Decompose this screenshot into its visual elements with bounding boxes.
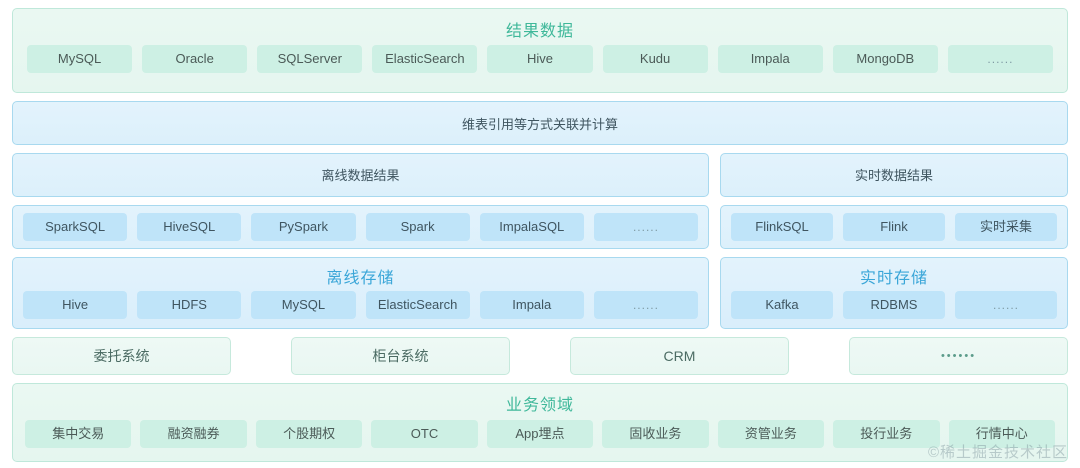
offline-storage-more[interactable]: ...... <box>593 290 699 319</box>
engine-flinksql[interactable]: FlinkSQL <box>731 212 833 241</box>
realtime-engine-pill-row: FlinkSQL Flink 实时采集 <box>721 212 1067 241</box>
offline-storage-impala[interactable]: Impala <box>479 290 584 319</box>
domain-investment-banking[interactable]: 投行业务 <box>833 419 940 448</box>
realtime-storage-box: 实时存储 Kafka RDBMS ...... <box>720 256 1068 329</box>
system-more[interactable]: •••••• <box>849 336 1068 375</box>
domain-app-tracking[interactable]: App埋点 <box>486 419 594 448</box>
system-entrust[interactable]: 委托系统 <box>12 336 231 375</box>
engine-pyspark[interactable]: PySpark <box>251 212 356 241</box>
system-counter[interactable]: 柜台系统 <box>291 336 510 375</box>
domain-market-center[interactable]: 行情中心 <box>948 419 1055 448</box>
result-item-sqlserver[interactable]: SQLServer <box>257 45 363 73</box>
offline-storage-box: 离线存储 Hive HDFS MySQL ElasticSearch Impal… <box>12 256 709 329</box>
offline-engine-pill-row: SparkSQL HiveSQL PySpark Spark ImpalaSQL… <box>13 212 708 241</box>
offline-storage-elasticsearch[interactable]: ElasticSearch <box>365 290 470 319</box>
domain-stock-options[interactable]: 个股期权 <box>255 419 363 448</box>
engine-sparksql[interactable]: SparkSQL <box>23 212 128 241</box>
result-data-title: 结果数据 <box>505 23 574 40</box>
engine-hivesql[interactable]: HiveSQL <box>137 212 242 241</box>
realtime-data-result-bar: 实时数据结果 <box>720 152 1068 197</box>
domain-margin-financing[interactable]: 融资融券 <box>140 419 247 448</box>
offline-storage-mysql[interactable]: MySQL <box>251 290 356 319</box>
realtime-storage-rdbms[interactable]: RDBMS <box>843 290 945 319</box>
offline-storage-pill-row: Hive HDFS MySQL ElasticSearch Impala ...… <box>13 290 708 319</box>
engine-realtime-ingest[interactable]: 实时采集 <box>955 212 1057 241</box>
engine-more[interactable]: ...... <box>593 212 699 241</box>
domain-asset-management[interactable]: 资管业务 <box>717 419 825 448</box>
realtime-engine-group: FlinkSQL Flink 实时采集 <box>720 204 1068 249</box>
business-domain-title: 业务领域 <box>505 396 574 414</box>
domain-centralized-trading[interactable]: 集中交易 <box>25 419 132 448</box>
domain-otc[interactable]: OTC <box>371 419 478 448</box>
realtime-storage-pill-row: Kafka RDBMS ...... <box>721 290 1067 319</box>
result-item-oracle[interactable]: Oracle <box>142 45 248 73</box>
result-item-mysql[interactable]: MySQL <box>27 45 133 73</box>
engine-row: SparkSQL HiveSQL PySpark Spark ImpalaSQL… <box>12 204 1068 249</box>
domain-fixed-income[interactable]: 固收业务 <box>602 419 709 448</box>
realtime-storage-kafka[interactable]: Kafka <box>731 290 833 319</box>
engine-impalasql[interactable]: ImpalaSQL <box>479 212 584 241</box>
data-result-row: 离线数据结果 实时数据结果 <box>12 152 1068 197</box>
offline-storage-title: 离线存储 <box>326 269 395 287</box>
engine-spark[interactable]: Spark <box>365 212 470 241</box>
offline-storage-hive[interactable]: Hive <box>23 290 128 319</box>
source-system-row: 委托系统 柜台系统 CRM •••••• <box>12 336 1068 375</box>
realtime-storage-title: 实时存储 <box>859 269 928 287</box>
result-item-elasticsearch[interactable]: ElasticSearch <box>372 45 478 73</box>
result-item-mongodb[interactable]: MongoDB <box>832 45 938 73</box>
business-domain-pill-row: 集中交易 融资融券 个股期权 OTC App埋点 固收业务 资管业务 投行业务 … <box>13 419 1067 456</box>
result-data-band: 结果数据 MySQL Oracle SQLServer ElasticSearc… <box>12 8 1068 94</box>
result-item-hive[interactable]: Hive <box>487 45 593 73</box>
result-item-impala[interactable]: Impala <box>717 45 823 73</box>
result-data-pill-row: MySQL Oracle SQLServer ElasticSearch Hiv… <box>13 45 1067 83</box>
result-item-kudu[interactable]: Kudu <box>602 45 708 73</box>
storage-row: 离线存储 Hive HDFS MySQL ElasticSearch Impal… <box>12 256 1068 329</box>
offline-data-result-bar: 离线数据结果 <box>12 152 709 197</box>
offline-engine-group: SparkSQL HiveSQL PySpark Spark ImpalaSQL… <box>12 204 709 249</box>
calculation-bar: 维表引用等方式关联并计算 <box>12 101 1068 145</box>
result-item-more[interactable]: ...... <box>947 45 1053 73</box>
business-domain-band: 业务领域 集中交易 融资融券 个股期权 OTC App埋点 固收业务 资管业务 … <box>12 382 1068 463</box>
offline-storage-hdfs[interactable]: HDFS <box>137 290 242 319</box>
system-crm[interactable]: CRM <box>570 336 789 375</box>
realtime-storage-more[interactable]: ...... <box>955 290 1057 319</box>
engine-flink[interactable]: Flink <box>843 212 945 241</box>
